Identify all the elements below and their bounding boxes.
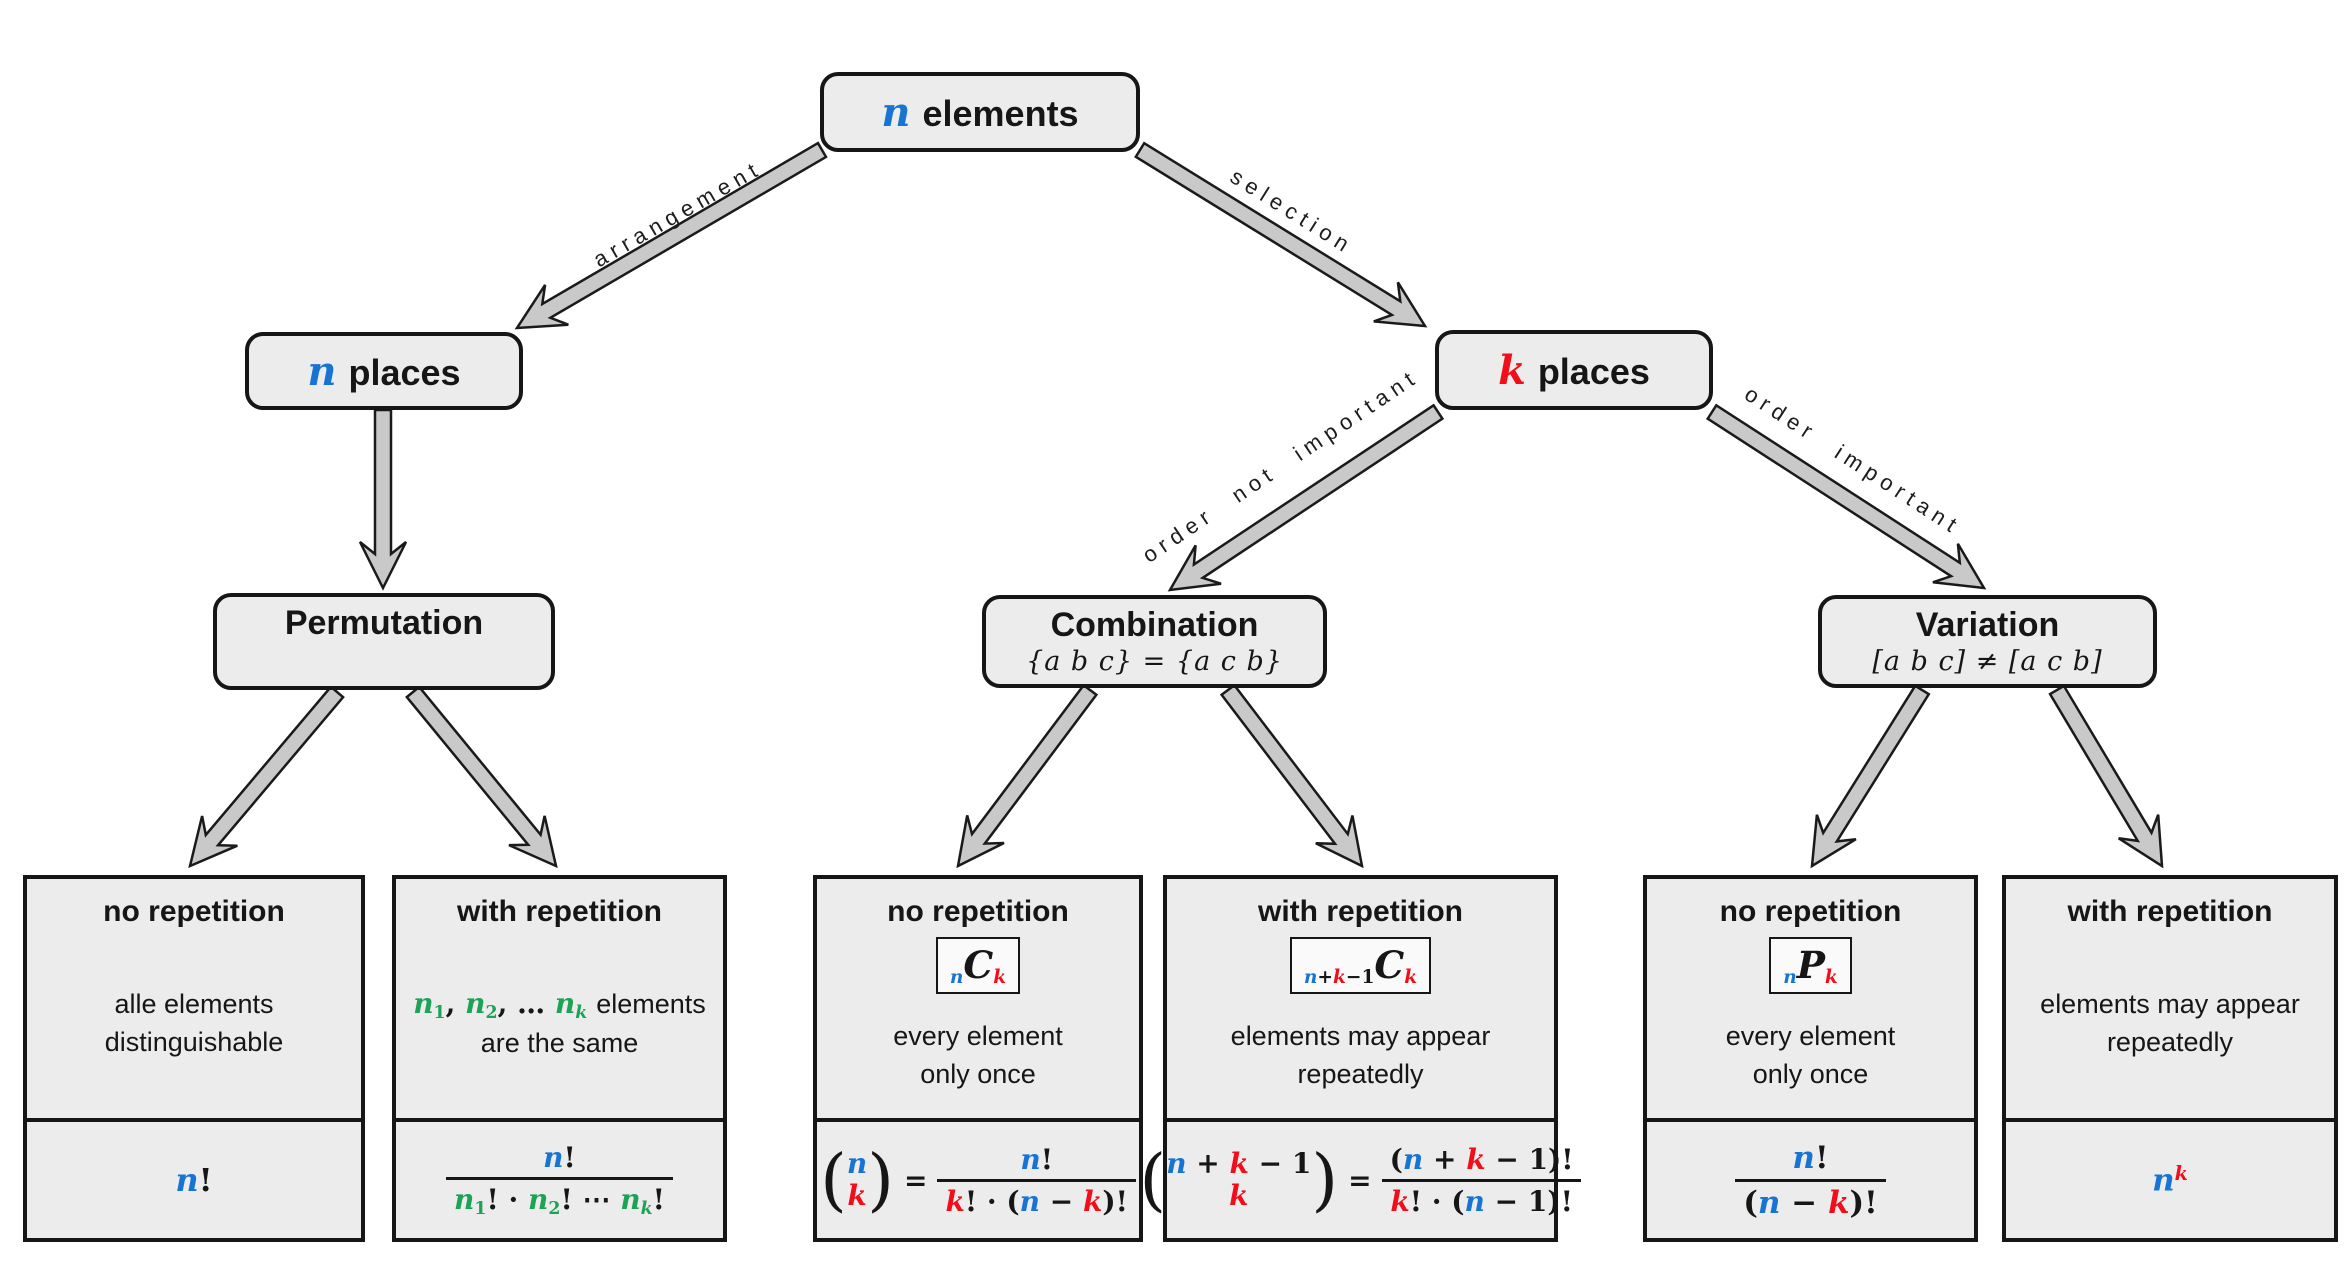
arrow: [1219, 683, 1364, 869]
arrow: [956, 683, 1099, 869]
formula-n-power-k: nk: [2006, 1118, 2334, 1238]
card-permutation-no-repetition: no repetition alle elements distinguisha…: [23, 875, 365, 1242]
card-variation-no-repetition: no repetition nPk every element only onc…: [1643, 875, 1978, 1242]
card-header: no repetition: [103, 895, 285, 928]
math-n: n: [881, 88, 911, 136]
arrow: [188, 685, 345, 869]
node-permutation: Permutation: [213, 593, 555, 690]
arrow: [2048, 684, 2164, 869]
symbol-nPk: nPk: [1769, 937, 1852, 995]
formula-binomial-coefficient: ( n k ) = n! k! · (n − k)!: [817, 1118, 1139, 1238]
node-combination: Combination {a b c} = {a c b}: [982, 595, 1327, 688]
permutation-title: Permutation: [284, 604, 484, 642]
symbol-n+k-1Ck: n+k−1Ck: [1289, 937, 1432, 995]
variation-title: Variation: [1915, 606, 2060, 644]
arrow: [1167, 403, 1445, 592]
node-n-elements-label: elements: [922, 92, 1079, 134]
arrow: [1134, 141, 1428, 328]
node-n-places-label: places: [348, 351, 461, 393]
variation-subtitle: [a b c] ≠ [a c b]: [1872, 645, 2103, 677]
card-description: elements may appear repeatedly: [2040, 988, 2300, 1057]
formula-n-factorial: n!: [27, 1118, 361, 1238]
card-description: elements may appear repeatedly: [1230, 1021, 1491, 1090]
arrow: [1810, 684, 1931, 869]
node-variation: Variation [a b c] ≠ [a c b]: [1818, 595, 2157, 688]
card-header: no repetition: [1719, 895, 1902, 928]
math-n: n: [307, 347, 337, 395]
node-k-places-label: places: [1537, 350, 1650, 392]
formula-multiset-coefficient: ( n + k − 1 k ) = (n + k − 1)! k! · (n −…: [1139, 1118, 1581, 1238]
card-combination-no-repetition: no repetition nCk every element only onc…: [813, 875, 1143, 1242]
arrow: [358, 408, 408, 591]
formula-permutation-with-repetition: n! n1! · n2! ⋯ nk!: [396, 1118, 723, 1238]
card-description: every element only once: [893, 1021, 1063, 1090]
node-n-elements: n elements: [820, 72, 1140, 152]
card-header: with repetition: [1258, 895, 1463, 928]
math-k: k: [1498, 346, 1526, 394]
card-combination-with-repetition: with repetition n+k−1Ck elements may app…: [1139, 875, 1581, 1242]
card-header: no repetition: [887, 895, 1069, 928]
combination-title: Combination: [1050, 606, 1259, 644]
symbol-nCk: nCk: [935, 937, 1021, 995]
combination-subtitle: {a b c} = {a c b}: [1026, 645, 1283, 677]
formula-variation-no-repetition: n! (n − k)!: [1647, 1118, 1974, 1238]
card-variation-with-repetition: with repetition elements may appear repe…: [2002, 875, 2338, 1242]
card-header: with repetition: [2067, 895, 2273, 928]
card-header: with repetition: [457, 895, 662, 928]
arrow: [514, 141, 828, 330]
arrow: [1705, 403, 1987, 590]
arrow: [405, 685, 558, 869]
card-description: alle elements distinguishable: [104, 988, 284, 1057]
card-description: every element only once: [1725, 1021, 1896, 1090]
